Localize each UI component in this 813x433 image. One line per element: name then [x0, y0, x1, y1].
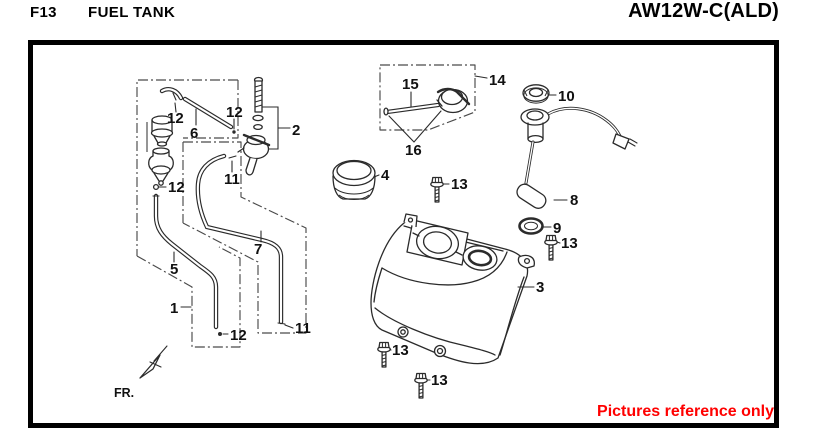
vacuum-hose-drawing: [182, 96, 236, 134]
valve-rod-drawing: [383, 87, 471, 143]
front-label: FR.: [114, 386, 134, 400]
callout-2: 2: [292, 122, 300, 139]
page-code: F13: [30, 4, 57, 21]
callout-13-d: 13: [431, 372, 448, 389]
fuel-sender-drawing: [516, 106, 638, 209]
seal-ring-drawing: [518, 217, 544, 235]
callout-12-a: 12: [167, 110, 184, 127]
callout-12-c: 12: [168, 179, 185, 196]
page-title: FUEL TANK: [88, 4, 176, 21]
callout-6: 6: [190, 125, 198, 142]
callout-3: 3: [536, 279, 544, 296]
callout-12-b: 12: [226, 104, 243, 121]
fuel-valve-drawing: [237, 133, 271, 176]
callout-13-c: 13: [392, 342, 409, 359]
fuel-hose-7-drawing: [195, 153, 286, 325]
callout-1: 1: [170, 300, 178, 317]
lock-nut-drawing: [522, 84, 550, 104]
callout-13-b: 13: [561, 235, 578, 252]
fuel-filter-assembly-drawing: [146, 87, 184, 191]
fuel-tank-drawing: [370, 213, 535, 365]
callout-leader-lines: [158, 75, 568, 381]
callout-11-a: 11: [224, 171, 240, 188]
callout-11-b: 11: [295, 320, 311, 337]
callout-16: 16: [405, 142, 422, 159]
callout-7: 7: [254, 241, 262, 258]
callout-13-a: 13: [451, 176, 468, 193]
fuel-hose-5-drawing: [152, 193, 222, 336]
fuel-cap-drawing: [332, 159, 376, 200]
front-arrow-icon: [139, 345, 168, 379]
phantom-boxes: [136, 64, 476, 348]
callout-4: 4: [381, 167, 390, 184]
callout-10: 10: [558, 88, 575, 105]
callout-15: 15: [402, 76, 419, 93]
callout-9: 9: [553, 220, 561, 237]
model-code: AW12W-C(ALD): [628, 0, 779, 22]
callout-8: 8: [570, 192, 578, 209]
callout-5: 5: [170, 261, 178, 278]
callout-14: 14: [489, 72, 506, 89]
callout-labels: 12 6 12 2 11 12 5 7 1 12 11 15 14 16 4 1…: [167, 72, 578, 389]
watermark-text: Pictures reference only: [597, 403, 774, 420]
callout-12-d: 12: [230, 327, 247, 344]
